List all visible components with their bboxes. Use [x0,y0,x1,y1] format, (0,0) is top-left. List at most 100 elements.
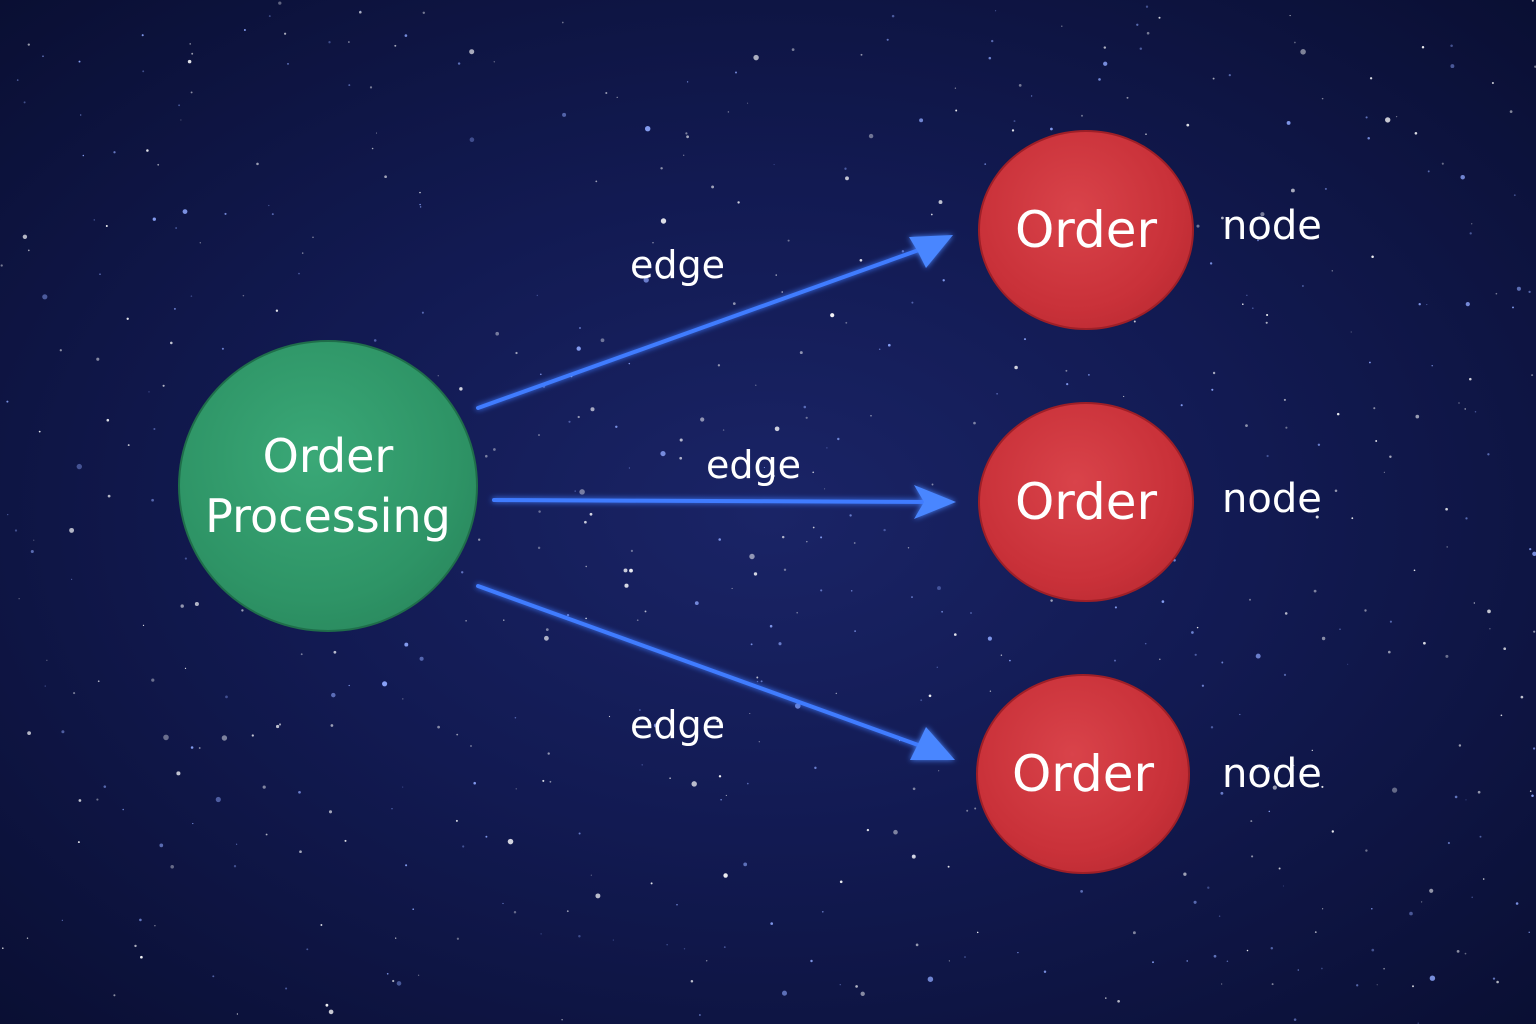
star [485,454,488,458]
node-order-3[interactable]: Order [976,674,1190,874]
star [1212,77,1215,80]
star [1464,408,1466,410]
star [574,490,576,492]
star [778,642,782,646]
node-type-label-1: node [1222,203,1322,249]
node-order-2[interactable]: Order [978,402,1194,602]
star [938,770,940,772]
star [1105,997,1107,999]
star [1415,414,1420,419]
star [1081,114,1083,117]
star [1266,313,1269,317]
star [643,277,649,283]
star [732,302,736,305]
star [151,498,154,502]
star [685,132,688,135]
star [747,782,749,785]
star [577,415,580,419]
star [579,489,585,495]
star [1471,896,1473,899]
star [1103,46,1107,49]
star [242,294,245,297]
star [1266,454,1269,458]
star [1383,967,1385,970]
star [595,893,601,899]
star [107,494,111,498]
star [976,931,979,934]
star [1221,983,1223,985]
star [1180,404,1183,407]
star [781,990,788,996]
star [749,712,751,715]
star [911,596,913,599]
star [835,692,838,695]
star [456,733,459,736]
star [763,467,765,469]
star [810,959,813,963]
star [928,694,932,698]
star [1009,659,1011,662]
star [1161,600,1165,603]
star [868,133,874,139]
star [1145,5,1149,8]
star [27,43,30,46]
star [469,49,475,55]
star [359,10,361,12]
star [1431,364,1433,367]
star [333,650,337,654]
node-order-1[interactable]: Order [978,130,1194,330]
star [720,799,722,801]
star [839,984,841,986]
star [859,258,863,262]
star [1383,471,1385,473]
star [152,217,156,221]
star [1369,77,1373,80]
star [1465,799,1467,801]
star [1450,44,1453,48]
star [1278,867,1281,870]
star [700,417,705,422]
star [1196,626,1199,629]
star [241,609,244,612]
star [1324,187,1327,190]
star [781,291,783,293]
star [1491,81,1494,85]
star [1429,888,1434,893]
star [1421,46,1425,49]
star [42,55,44,58]
star [799,351,803,355]
star [954,87,957,89]
star [1272,785,1277,790]
star [561,21,564,24]
star [845,176,849,181]
star [1186,960,1188,962]
star [636,619,639,622]
star [455,819,458,822]
star [1503,647,1507,651]
star [70,578,73,581]
star [1356,984,1359,987]
star [180,604,184,608]
star [919,118,924,123]
star [628,467,631,469]
star [1260,212,1265,217]
node-order-processing[interactable]: Order Processing [178,340,478,632]
star [1257,239,1259,242]
star [718,775,722,778]
star [953,633,957,636]
star [215,796,221,803]
star [608,715,611,718]
star [470,745,472,747]
star [1146,31,1150,35]
star [184,667,187,670]
star [515,351,518,355]
star [233,865,237,868]
star [974,807,977,810]
star [1249,598,1251,601]
star [1065,369,1068,372]
star [469,137,475,142]
star [417,974,420,976]
star [187,59,192,64]
star [1030,95,1033,97]
star [78,60,81,63]
